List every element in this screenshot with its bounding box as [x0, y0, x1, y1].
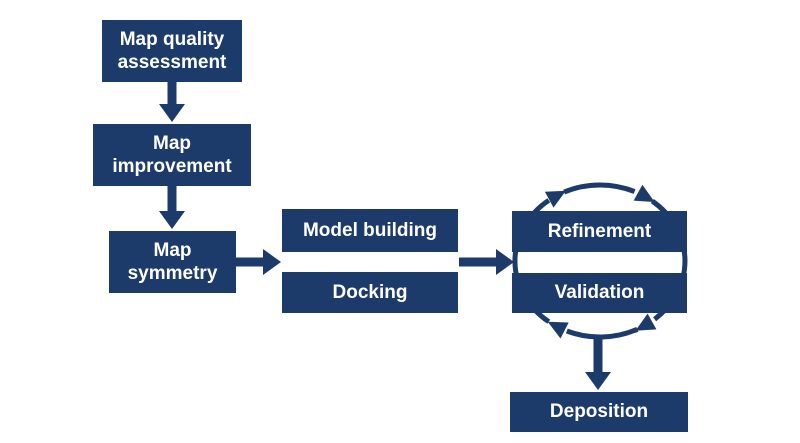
node-docking: Docking	[282, 272, 458, 313]
cycle-arrowhead-top-left-icon	[544, 190, 566, 208]
down-arrow-icon-cycle-to-deposition	[585, 335, 611, 390]
node-label-line: Map	[153, 132, 191, 154]
down-arrow-icon-improvement-to-symmetry	[159, 186, 185, 229]
cycle-arrowhead-top-right-icon	[633, 184, 655, 202]
node-map-improvement: Map improvement	[93, 124, 251, 186]
node-model-building: Model building	[282, 209, 458, 252]
node-label-line: improvement	[112, 156, 232, 177]
cycle-arrowhead-bottom-left-icon	[547, 321, 569, 339]
node-map-symmetry: Map symmetry	[109, 231, 236, 293]
node-label-line: Map quality	[119, 28, 225, 50]
node-label: Deposition	[549, 401, 649, 423]
node-label: Docking	[332, 281, 408, 303]
right-arrow-icon-building-to-refinement	[459, 249, 514, 275]
cycle-arrowhead-bottom-right-icon	[635, 313, 657, 331]
node-label-line: Map	[153, 239, 192, 261]
node-label: Refinement	[547, 220, 652, 242]
node-label-line: symmetry	[127, 263, 218, 284]
node-label: Model building	[302, 219, 438, 241]
node-label-line: assessment	[117, 52, 227, 73]
node-map-quality-assessment: Map quality assessment	[102, 20, 242, 82]
node-validation: Validation	[512, 273, 687, 313]
cycle-arrow-icon	[512, 182, 688, 340]
right-arrow-icon-symmetry-to-building	[236, 249, 281, 275]
node-refinement: Refinement	[512, 211, 687, 252]
node-label: Validation	[554, 282, 645, 304]
down-arrow-icon-quality-to-improvement	[159, 82, 185, 122]
node-deposition: Deposition	[510, 392, 688, 432]
